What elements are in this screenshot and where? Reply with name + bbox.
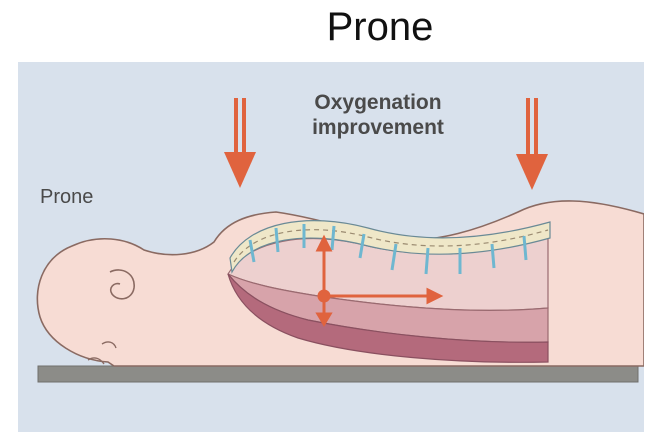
caption-line-2: improvement — [278, 115, 478, 140]
position-label: Prone — [40, 186, 93, 209]
caption-line-1: Oxygenation — [278, 90, 478, 115]
oxygenation-caption: Oxygenation improvement — [278, 90, 478, 140]
oxygenation-arrow-left — [224, 98, 256, 188]
prone-position-illustration: Prone Oxygenation improvement — [18, 62, 644, 432]
table-surface — [38, 366, 638, 382]
slide-title: Prone — [0, 4, 656, 50]
oxygenation-arrow-right — [516, 98, 548, 190]
